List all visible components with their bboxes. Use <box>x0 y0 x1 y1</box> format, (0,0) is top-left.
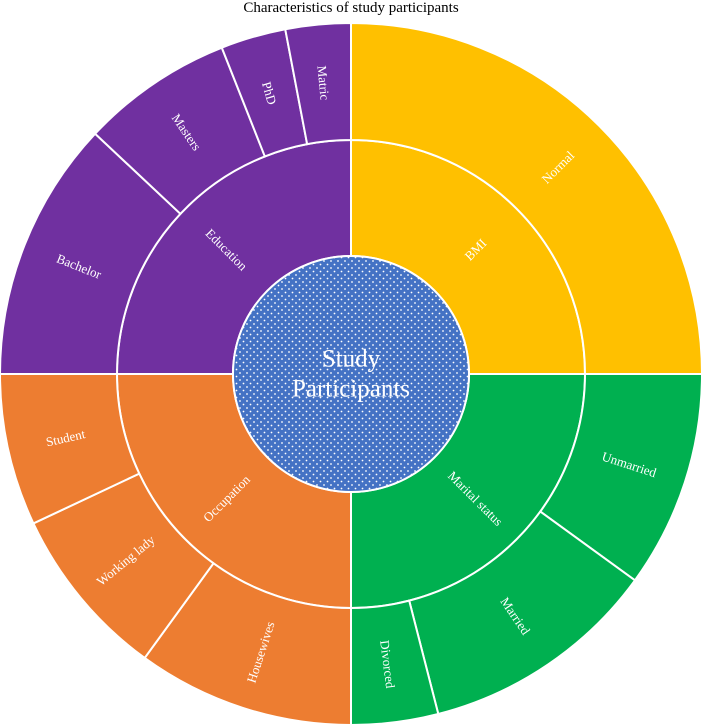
center-circle <box>232 255 470 493</box>
center-label-line: Participants <box>292 376 410 403</box>
center-label-line: Study <box>322 346 381 373</box>
chart-title: Characteristics of study participants <box>243 0 459 16</box>
label-matric: Matric <box>314 65 332 101</box>
segment-matric <box>284 21 352 146</box>
label-phd: PhD <box>259 80 280 106</box>
segment-normal <box>350 21 702 375</box>
label-divorced: Divorced <box>377 639 398 689</box>
